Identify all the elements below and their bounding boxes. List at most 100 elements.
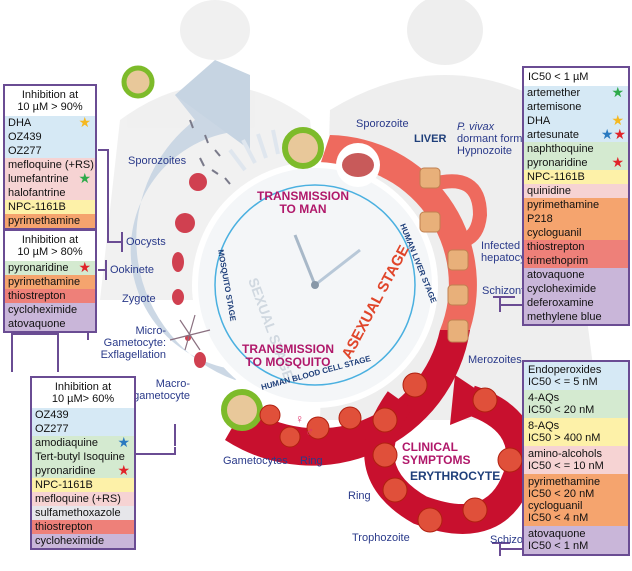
clinical-symptoms-label: CLINICAL SYMPTOMS [402, 441, 470, 467]
liver-label: LIVER [414, 133, 447, 145]
vivax-species: P. vivax [457, 121, 495, 133]
zygote-label: Zygote [122, 293, 156, 305]
drug-name: pyronaridine [35, 465, 96, 477]
drug-row: mefloquine (+RS) [32, 492, 134, 506]
drug-name: artemisone [527, 101, 582, 113]
drug-name: atovaquone [527, 269, 585, 281]
drug-row: OZ277 [5, 144, 95, 158]
macro-line2: gametocyte [133, 390, 190, 402]
red-blood-cells [259, 372, 523, 533]
drug-name: deferoxamine [527, 297, 594, 309]
microgametocyte-label: Micro- Gametocyte: Exflagellation [100, 325, 166, 361]
drug-name: DHA [527, 115, 551, 127]
drug-class-line: IC50 < = 5 nM [528, 376, 598, 388]
ring-label-2: Ring [348, 490, 371, 502]
drug-name: sulfamethoxazole [35, 507, 121, 519]
drug-name: lumefantrine [8, 173, 69, 185]
box-header: Inhibition at 10 µM> 60% [51, 381, 115, 405]
drug-name: halofantrine [8, 187, 66, 199]
drug-class-line: IC50 < 20 nM [528, 488, 595, 500]
drug-name: artesunate [527, 129, 579, 141]
mosquito-bite-icon-liver [282, 127, 324, 169]
drug-name: methylene blue [527, 311, 602, 323]
drug-name: thiostrepton [8, 290, 66, 302]
drug-row: pyrimethamine [5, 214, 95, 228]
star-icon-blue: ★ [600, 126, 614, 142]
erythrocyte-label: ERYTHROCYTE [410, 469, 501, 483]
drug-name: pyronaridine [8, 262, 69, 274]
drug-row: deferoxamine [524, 296, 628, 310]
drug-name: NPC-1161B [35, 479, 93, 491]
drug-class-line: 4-AQs [528, 392, 560, 404]
drug-name: Tert-butyl Isoquine [35, 451, 125, 463]
drug-class-line: amino-alcohols [528, 448, 602, 460]
drug-name: amodiaquine [35, 437, 98, 449]
micro-line2: Gametocyte: [103, 337, 166, 349]
star-icon-red: ★ [78, 259, 91, 275]
liver-stage-arc [320, 135, 477, 330]
macrogametocyte-label: Macro- gametocyte [130, 378, 190, 402]
drug-class-line: pyrimethamine [528, 476, 601, 488]
drug-class-line: IC50 < 20 nM [528, 404, 595, 416]
drug-name: cycloheximide [8, 304, 78, 316]
merozoites-label: Merozoites [468, 354, 522, 366]
clock-hand-minute [314, 248, 361, 287]
micro-line1: Micro- [135, 325, 166, 337]
drug-name: cycloguanil [527, 227, 582, 239]
sporozoites-cluster [189, 119, 231, 185]
drug-row: sulfamethoxazole [32, 506, 134, 520]
drug-name: artemether [527, 87, 581, 99]
drug-row: pyronaridine ★ [5, 259, 95, 275]
star-marker-icon: ★ [78, 171, 91, 185]
drug-name: OZ439 [8, 131, 42, 143]
drug-row: amodiaquine ★ [32, 435, 134, 450]
drug-row: NPC-1161B [524, 170, 628, 184]
micro-line3: Exflagellation [100, 349, 166, 361]
drug-class-line: Endoperoxides [528, 364, 602, 376]
drug-row: thiostrepton [524, 240, 628, 254]
trophozoite-label: Trophozoite [352, 532, 410, 544]
clock-rays [228, 129, 280, 172]
star-marker-icon: ★ [78, 115, 91, 129]
star-marker-icon: ★ [117, 435, 130, 449]
sporozoites-label: Sporozoites [128, 155, 187, 167]
drug-row: thiostrepton [5, 289, 95, 303]
star-icon-blue: ★ [117, 434, 130, 450]
drug-row: atovaquone [524, 268, 628, 282]
mosquito-feeding-icon [221, 389, 263, 431]
drug-name: thiostrepton [35, 521, 93, 533]
star-marker-icon: ★ [611, 85, 624, 99]
vivax-dormant: dormant form: [457, 133, 526, 145]
macro-line1: Macro- [155, 378, 190, 390]
hypnozoite-label: P. vivax dormant form: Hypnozoite [457, 121, 525, 157]
drug-row: quinidine [524, 184, 628, 198]
transmission-to-man-label: TRANSMISSION TO MAN [256, 189, 349, 216]
drug-row: NPC-1161B [32, 478, 134, 492]
clinical-line1: CLINICAL [402, 440, 458, 454]
drug-row: OZ277 [32, 422, 134, 436]
drug-class-line: atovaquone [528, 528, 586, 540]
star-icon-red: ★ [117, 462, 130, 478]
drug-name: pyrimethamine [8, 215, 81, 227]
drug-row: Tert-butyl Isoquine [32, 450, 134, 464]
sporozoite-arrow [175, 60, 250, 150]
infected-line1: Infected [481, 240, 521, 252]
drug-row: lumefantrine ★ [5, 171, 95, 186]
drug-row: NPC-1161B [5, 200, 95, 214]
drug-row: OZ439 [32, 408, 134, 422]
ookinete-inhibition-box: Inhibition at 10 µM > 80% pyronaridine ★p… [3, 229, 97, 333]
male-symbol: ♂ [305, 425, 314, 439]
drug-row: pyronaridine★ [524, 154, 628, 170]
drug-row: cycloheximide [524, 282, 628, 296]
star-icon-red: ★ [611, 154, 624, 170]
box-header: Inhibition at 10 µM > 80% [17, 234, 83, 258]
drug-row: OZ439 [5, 130, 95, 144]
